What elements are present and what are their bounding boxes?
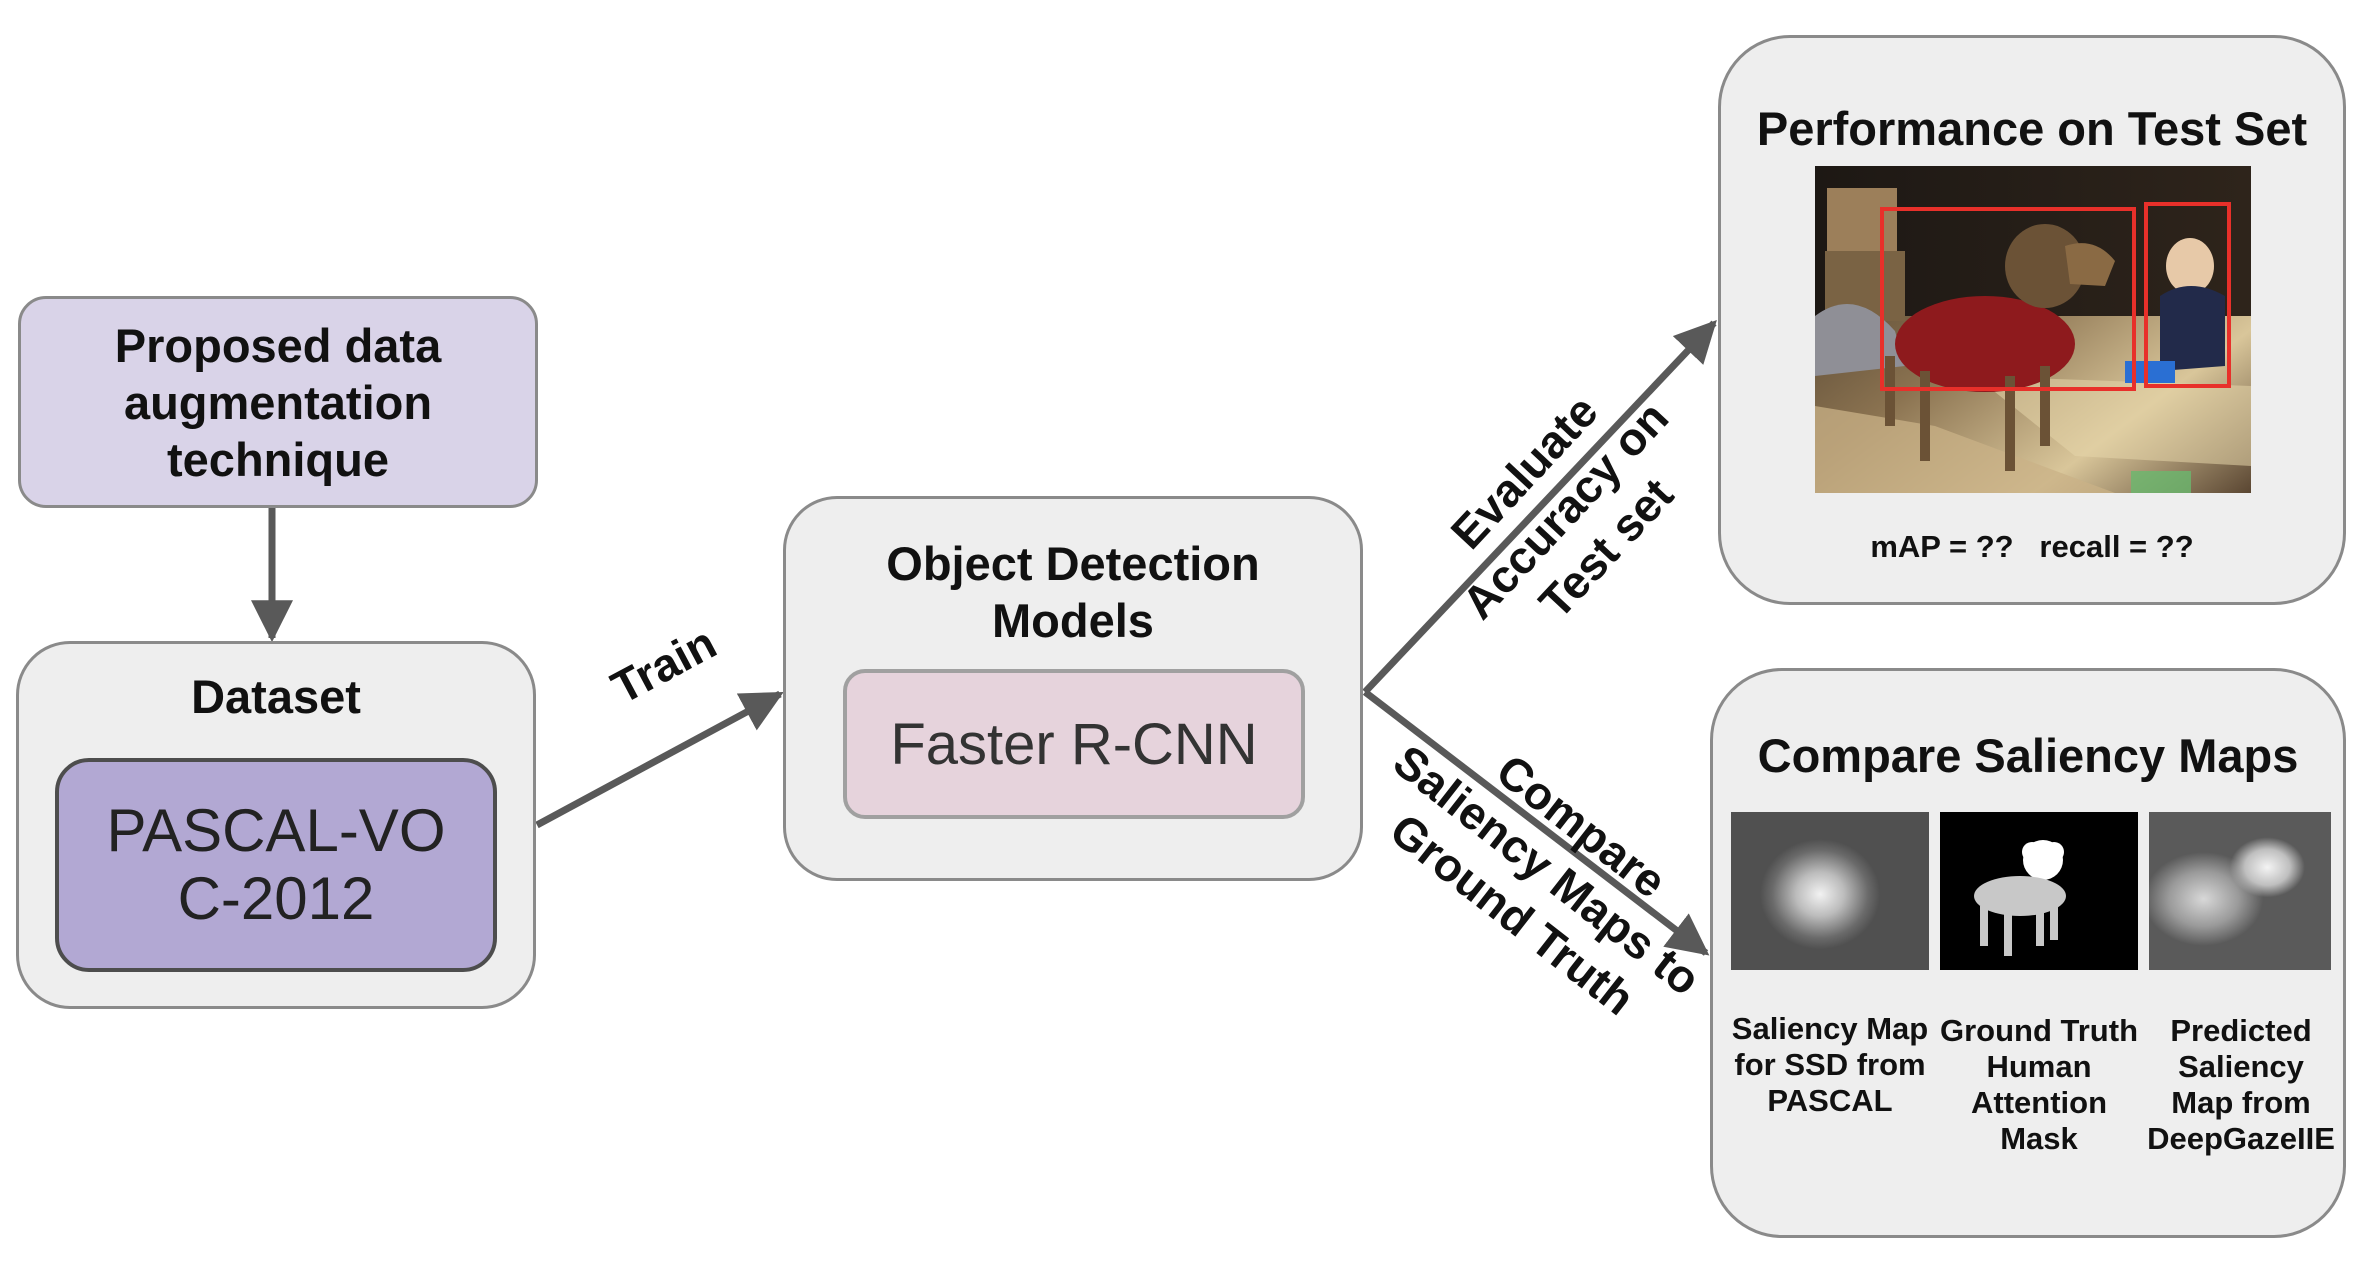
detection-box-child (2144, 202, 2231, 388)
saliency-map-ssd (1731, 812, 1929, 970)
dataset-title: Dataset (191, 670, 361, 723)
arrow-compare (1362, 689, 1710, 956)
models-inner-text: Faster R-CNN (890, 711, 1258, 777)
caption-predicted: Predicted Saliency Map from DeepGazeIIE (2147, 1013, 2335, 1156)
dataset-box: Dataset PASCAL-VOC-2012 (16, 641, 536, 1009)
caption-ground-truth: Ground Truth Human Attention Mask (1939, 1013, 2139, 1156)
caption-ssd: Saliency Map for SSD from PASCAL (1731, 1011, 1929, 1118)
predicted-saliency-map (2149, 812, 2331, 970)
saliency-box: Compare Saliency Maps Saliency Map for S… (1710, 668, 2346, 1238)
arrow-train (535, 690, 784, 829)
performance-title: Performance on Test Set (1756, 102, 2308, 155)
models-title: Object Detection Models (886, 537, 1260, 647)
augmentation-text: Proposed data augmentation technique (114, 318, 442, 486)
ground-truth-mask (1940, 812, 2138, 970)
models-box: Object Detection Models Faster R-CNN (783, 496, 1363, 881)
performance-metrics: mAP = ?? recall = ?? (1870, 529, 2194, 564)
dataset-inner-text: PASCAL-VOC-2012 (106, 797, 446, 932)
saliency-title: Compare Saliency Maps (1757, 729, 2299, 782)
arrow-evaluate (1362, 319, 1717, 695)
performance-box: Performance on Test Set (1718, 35, 2346, 605)
test-image (1815, 166, 2251, 493)
detection-box-dog (1880, 207, 2136, 391)
augmentation-box: Proposed data augmentation technique (18, 296, 538, 508)
dataset-inner-box: PASCAL-VOC-2012 (55, 758, 497, 972)
models-inner-box: Faster R-CNN (843, 669, 1305, 819)
